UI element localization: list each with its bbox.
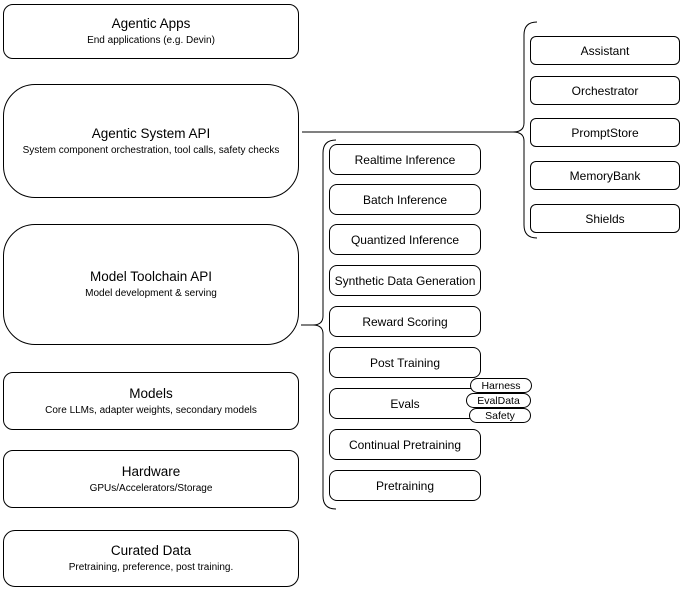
service-box-post-training: Post Training	[329, 347, 481, 378]
layer-box-hardware: Hardware GPUs/Accelerators/Storage	[3, 450, 299, 508]
layer-box-agentic-system-api: Agentic System API System component orch…	[3, 84, 299, 198]
layer-subtitle: End applications (e.g. Devin)	[87, 35, 215, 46]
layer-title: Hardware	[121, 463, 181, 479]
service-box-pretraining: Pretraining	[329, 470, 481, 501]
component-box-assistant: Assistant	[530, 36, 680, 65]
layer-subtitle: Pretraining, preference, post training.	[68, 562, 234, 573]
service-box-batch-inference: Batch Inference	[329, 184, 481, 215]
eval-tag-evaldata: EvalData	[466, 393, 531, 408]
eval-tag-harness: Harness	[470, 378, 532, 393]
service-box-realtime-inference: Realtime Inference	[329, 144, 481, 175]
component-box-shields: Shields	[530, 204, 680, 233]
service-box-quantized-inference: Quantized Inference	[329, 224, 481, 255]
eval-tag-safety: Safety	[469, 408, 531, 423]
layer-title: Agentic System API	[91, 125, 211, 141]
layer-title: Model Toolchain API	[89, 269, 213, 284]
layer-title: Curated Data	[110, 543, 192, 558]
layer-box-models: Models Core LLMs, adapter weights, secon…	[3, 372, 299, 430]
service-box-reward-scoring: Reward Scoring	[329, 306, 481, 337]
layer-subtitle: GPUs/Accelerators/Storage	[89, 482, 213, 494]
component-box-orchestrator: Orchestrator	[530, 76, 680, 105]
layer-title: Agentic Apps	[111, 16, 191, 31]
service-box-continual-pretraining: Continual Pretraining	[329, 429, 481, 460]
layer-title: Models	[129, 385, 173, 401]
layer-box-model-toolchain-api: Model Toolchain API Model development & …	[3, 224, 299, 345]
service-box-evals: Evals	[329, 388, 481, 419]
layer-subtitle: Model development & serving	[85, 288, 217, 299]
component-box-promptstore: PromptStore	[530, 118, 680, 147]
component-box-memorybank: MemoryBank	[530, 161, 680, 190]
service-box-synthetic-data-generation: Synthetic Data Generation	[329, 265, 481, 296]
layer-subtitle: System component orchestration, tool cal…	[22, 144, 280, 156]
layer-subtitle: Core LLMs, adapter weights, secondary mo…	[45, 404, 257, 416]
layer-box-agentic-apps: Agentic Apps End applications (e.g. Devi…	[3, 4, 299, 59]
layer-box-curated-data: Curated Data Pretraining, preference, po…	[3, 530, 299, 587]
